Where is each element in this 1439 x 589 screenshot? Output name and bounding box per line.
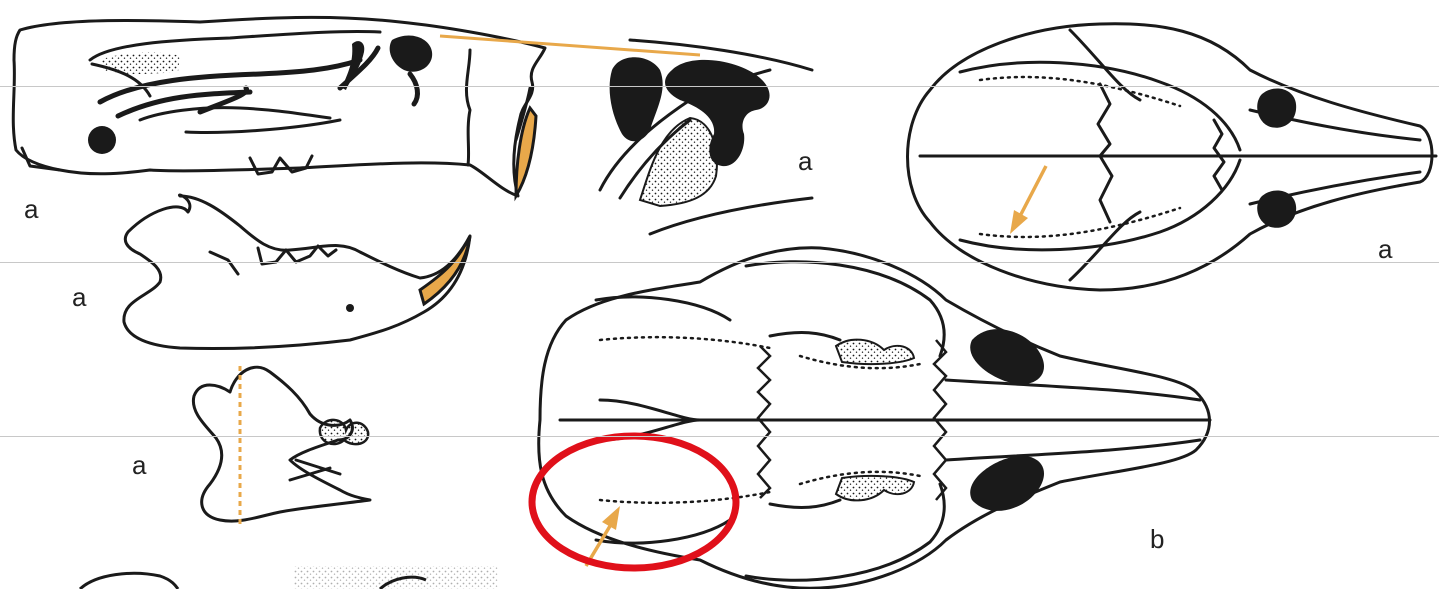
skull-dorsal-small-foramina bbox=[1257, 89, 1296, 228]
label-tooth-detail: a bbox=[798, 148, 812, 174]
label-skull-dorsal-large: b bbox=[1150, 526, 1164, 552]
mandible-lateral-view bbox=[124, 195, 470, 349]
skull-dorsal-small bbox=[908, 24, 1437, 290]
skull-lateral-view bbox=[13, 17, 545, 196]
skull-lateral-stipple bbox=[100, 53, 180, 74]
scan-line-2 bbox=[0, 262, 1439, 263]
mandible-posterior-view bbox=[193, 367, 370, 521]
label-skull-lateral: a bbox=[24, 196, 38, 222]
mandible-foramen bbox=[346, 304, 354, 312]
label-mandible-lateral: a bbox=[72, 284, 86, 310]
arrow-large-skull-head bbox=[602, 506, 620, 530]
reference-line-orange bbox=[440, 36, 700, 55]
label-skull-dorsal-small: a bbox=[1378, 236, 1392, 262]
scan-line-3 bbox=[0, 436, 1439, 437]
bottom-gray-swatch bbox=[294, 566, 498, 589]
arrow-small-skull-head bbox=[1010, 210, 1028, 234]
mandible-posterior-molars bbox=[320, 420, 368, 444]
skull-dorsal-large bbox=[539, 248, 1210, 588]
tooth-detail-stipple bbox=[640, 118, 717, 206]
arrow-small-skull-shaft bbox=[1018, 166, 1046, 220]
label-mandible-posterior: a bbox=[132, 452, 146, 478]
scan-line-1 bbox=[0, 86, 1439, 87]
